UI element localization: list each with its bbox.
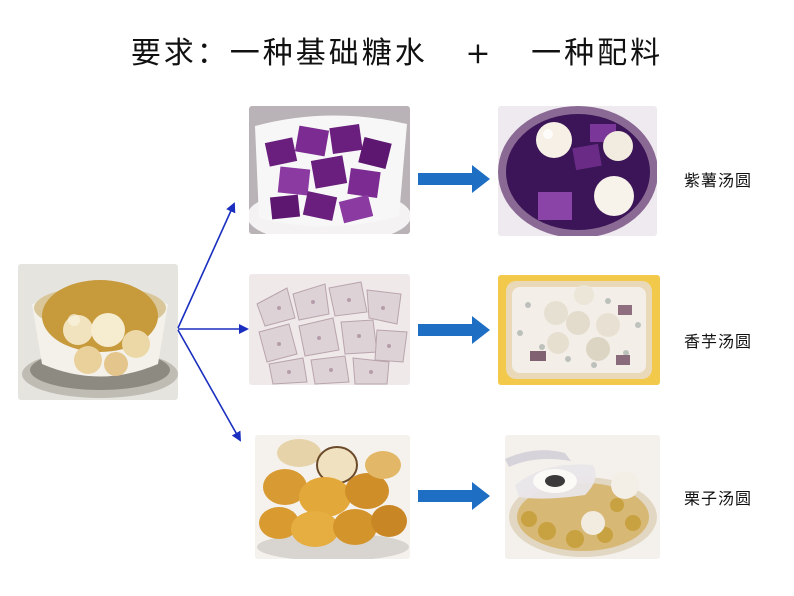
purple-sweet-potato-ingredient-photo [249,106,410,234]
branch-arrow-to-chestnut [177,329,241,442]
chestnut-ingredient-photo [255,435,410,559]
block-arrow-purple-sweet-potato [418,165,490,193]
base-tangyuan-photo [18,264,178,400]
page-title: 要求：一种基础糖水 + 一种配料 [130,36,664,71]
result-label-taro: 香芋汤圆 [684,332,753,351]
taro-ingredient-photo [249,274,410,385]
block-arrow-taro [418,316,490,344]
branch-arrow-to-purple-sweet-potato [177,202,236,329]
purple-sweet-potato-tangyuan-photo [498,106,657,236]
result-label-purple-sweet-potato: 紫薯汤圆 [684,171,753,190]
chestnut-tangyuan-photo [505,435,660,559]
result-label-chestnut: 栗子汤圆 [684,489,753,508]
block-arrow-chestnut [418,482,490,510]
taro-tangyuan-photo [498,275,660,385]
